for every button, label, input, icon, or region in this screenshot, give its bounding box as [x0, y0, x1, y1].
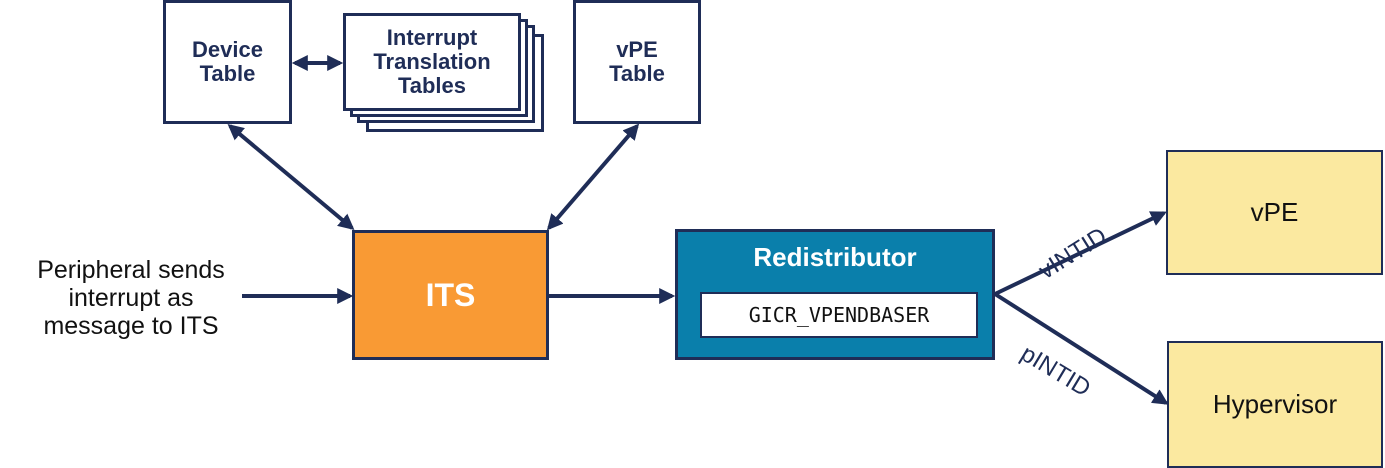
redistributor-box: Redistributor GICR_VPENDBASER: [675, 229, 995, 360]
vpe-box: vPE: [1166, 150, 1383, 275]
its-box: ITS: [352, 230, 549, 360]
itt-box: Interrupt Translation Tables: [343, 13, 521, 111]
vpe-table-label-line2: Table: [609, 61, 665, 86]
its-label: ITS: [425, 276, 476, 313]
arrow-vpe-table-its: [546, 123, 640, 231]
arrow-device-table-its: [227, 123, 355, 231]
itt-label-line2: Translation: [373, 49, 491, 74]
device-table-box: Device Table: [163, 0, 292, 124]
itt-label-line1: Interrupt: [386, 25, 478, 50]
hypervisor-label: Hypervisor: [1212, 389, 1338, 419]
device-table-label-line2: Table: [199, 61, 256, 86]
arrow-redistributor-hypervisor: [993, 292, 1169, 405]
hypervisor-box: Hypervisor: [1167, 341, 1383, 468]
arrow-redistributor-vpe: [994, 211, 1167, 296]
itt-label-line3: Tables: [397, 73, 467, 98]
vpe-table-label-line1: vPE: [616, 37, 658, 62]
gicr-vpendbaser-register: GICR_VPENDBASER: [700, 292, 978, 338]
peripheral-line2: interrupt as: [68, 284, 194, 312]
vpe-table-box: vPE Table: [573, 0, 701, 124]
vpe-label: vPE: [1250, 197, 1299, 227]
peripheral-line1: Peripheral sends: [37, 256, 225, 284]
device-table-label-line1: Device: [192, 37, 263, 62]
peripheral-description: Peripheral sends interrupt as message to…: [20, 256, 242, 340]
redistributor-title: Redistributor: [753, 242, 917, 272]
peripheral-line3: message to ITS: [43, 312, 219, 340]
